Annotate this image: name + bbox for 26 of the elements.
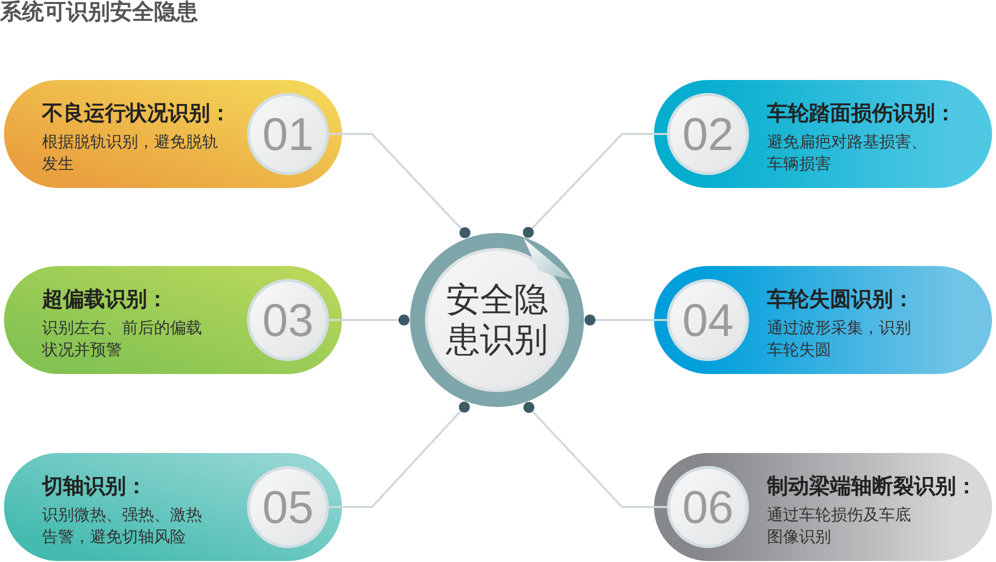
connector-line: [523, 402, 667, 508]
number-circle: 03: [247, 279, 329, 361]
card-heading: 车轮失圆识别：: [767, 286, 914, 312]
card-heading: 超偏载识别：: [42, 286, 168, 312]
connector-line: [329, 402, 470, 508]
number-circle: 01: [247, 93, 329, 175]
card-heading: 车轮踏面损伤识别：: [767, 100, 956, 126]
card-description: 通过波形采集，识别车轮失圆: [767, 317, 912, 361]
connector-line: [329, 133, 470, 238]
connector-line: [584, 314, 667, 326]
card-heading: 不良运行状况识别：: [42, 100, 231, 126]
card-description: 避免扁疤对路基损害、车辆损害: [767, 131, 928, 175]
number-circle: 06: [667, 466, 749, 548]
card-description: 通过车轮损伤及车底图像识别: [767, 504, 912, 548]
number-circle: 04: [667, 279, 749, 361]
card-heading: 制动梁端轴断裂识别：: [767, 473, 977, 499]
center-circle: 安全隐患识别: [410, 233, 584, 407]
card-description: 识别微热、强热、激热告警，避免切轴风险: [42, 504, 203, 548]
number-circle: 02: [667, 93, 749, 175]
diagram-title: 系统可识别安全隐患: [0, 0, 198, 26]
card-heading: 切轴识别：: [42, 473, 147, 499]
card-description: 识别左右、前后的偏载状况并预警: [42, 317, 203, 361]
connector-line: [522, 133, 667, 238]
card-description: 根据脱轨识别，避免脱轨发生: [42, 131, 219, 175]
connector-line: [329, 314, 410, 326]
number-circle: 05: [247, 466, 329, 548]
